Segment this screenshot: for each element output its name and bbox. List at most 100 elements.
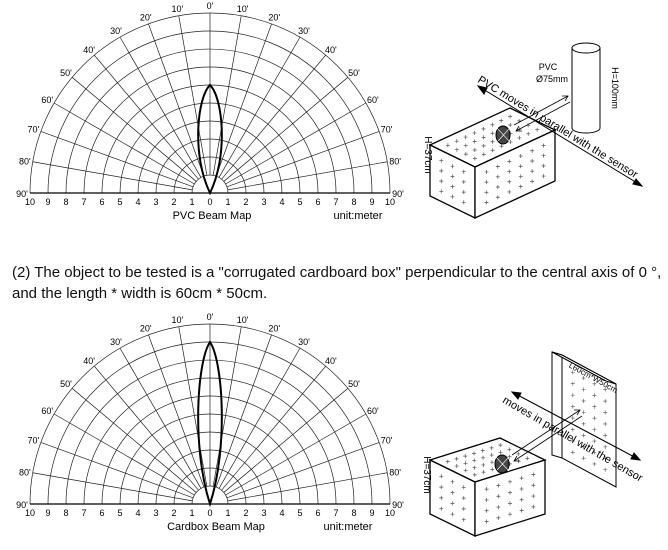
range-tick-label: 5 — [297, 197, 302, 207]
texture-mark — [484, 508, 489, 513]
texture-mark — [531, 483, 536, 488]
texture-mark — [439, 179, 444, 184]
texture-mark — [450, 479, 455, 484]
range-tick-label: 10 — [25, 197, 35, 207]
texture-mark — [450, 512, 455, 517]
texture-mark — [581, 410, 586, 415]
texture-mark — [541, 153, 546, 158]
texture-mark — [507, 159, 512, 164]
range-tick-label: 6 — [99, 197, 104, 207]
texture-mark — [508, 123, 513, 128]
range-tick-label: 7 — [333, 197, 338, 207]
texture-mark — [472, 130, 477, 135]
texture-mark — [581, 421, 586, 426]
texture-mark — [570, 404, 575, 409]
texture-mark — [541, 163, 546, 168]
texture-mark — [481, 462, 486, 467]
texture-mark — [592, 439, 597, 444]
texture-mark — [530, 179, 535, 184]
angle-ray — [94, 365, 199, 491]
angle-ray — [148, 334, 205, 488]
texture-mark — [570, 416, 575, 421]
texture-mark — [484, 180, 489, 185]
texture-mark — [463, 468, 468, 473]
texture-mark — [472, 147, 477, 152]
texture-mark — [450, 194, 455, 199]
texture-mark — [508, 140, 513, 145]
texture-mark — [461, 200, 466, 205]
range-tick-label: 7 — [81, 508, 86, 518]
texture-mark — [454, 139, 459, 144]
texture-mark — [498, 443, 503, 448]
texture-mark — [581, 444, 586, 449]
texture-mark — [518, 164, 523, 169]
texture-mark — [592, 416, 597, 421]
texture-mark — [484, 497, 489, 502]
texture-mark — [472, 458, 477, 463]
texture-mark — [570, 381, 575, 386]
range-tick-label: 1 — [189, 197, 194, 207]
texture-mark — [461, 179, 466, 184]
angle-label: 10' — [237, 4, 249, 14]
range-tick-label: 8 — [351, 197, 356, 207]
parallel-motion-arrow — [510, 391, 642, 461]
texture-mark — [570, 438, 575, 443]
chart-title: Cardbox Beam Map — [167, 521, 265, 533]
angle-label: 80' — [389, 156, 401, 166]
range-tick-label: 4 — [279, 508, 284, 518]
pvc-cylinder — [571, 42, 601, 134]
angle-ray — [53, 102, 195, 185]
texture-mark — [490, 467, 495, 472]
texture-mark — [472, 465, 477, 470]
texture-mark — [519, 486, 524, 491]
texture-mark — [461, 506, 466, 511]
texture-mark — [463, 152, 468, 157]
texture-mark — [463, 143, 468, 148]
texture-mark — [439, 485, 444, 490]
angle-label: 80' — [19, 467, 31, 477]
angle-label: 30' — [110, 26, 122, 36]
pvc-name-label: PVC — [539, 62, 558, 72]
range-tick-label: 5 — [117, 197, 122, 207]
sensor-height-label: H=37cm — [422, 136, 433, 174]
texture-mark — [603, 410, 608, 415]
range-tick-label: 8 — [351, 508, 356, 518]
angle-ray — [221, 365, 326, 491]
texture-mark — [570, 370, 575, 375]
texture-mark — [490, 148, 495, 153]
texture-mark — [541, 174, 546, 179]
angle-label: 70' — [381, 125, 393, 135]
texture-mark — [517, 135, 522, 140]
angle-ray — [226, 131, 380, 188]
texture-mark — [519, 508, 524, 513]
texture-mark — [439, 158, 444, 163]
angle-ray — [148, 23, 205, 177]
texture-mark — [439, 506, 444, 511]
angle-label: 50' — [348, 379, 360, 389]
texture-mark — [481, 455, 485, 460]
range-tick-label: 5 — [117, 508, 122, 518]
texture-mark — [592, 381, 597, 386]
angle-label: 60' — [367, 406, 379, 416]
range-tick-label: 3 — [153, 197, 158, 207]
beam-lobe — [197, 83, 223, 196]
range-tick-label: 0 — [207, 508, 212, 518]
texture-mark — [496, 515, 501, 520]
angle-label: 10' — [171, 315, 183, 325]
range-tick-label: 8 — [63, 508, 68, 518]
angle-label: 10' — [171, 4, 183, 14]
texture-mark — [507, 189, 512, 194]
range-tick-label: 2 — [243, 508, 248, 518]
texture-mark — [490, 122, 495, 127]
texture-mark — [495, 164, 500, 169]
polar-grid — [29, 12, 391, 194]
texture-mark — [445, 459, 450, 464]
range-tick-label: 1 — [225, 508, 230, 518]
texture-mark — [472, 451, 476, 456]
angle-ray — [227, 161, 388, 191]
texture-mark — [461, 496, 466, 501]
texture-mark — [507, 447, 512, 452]
